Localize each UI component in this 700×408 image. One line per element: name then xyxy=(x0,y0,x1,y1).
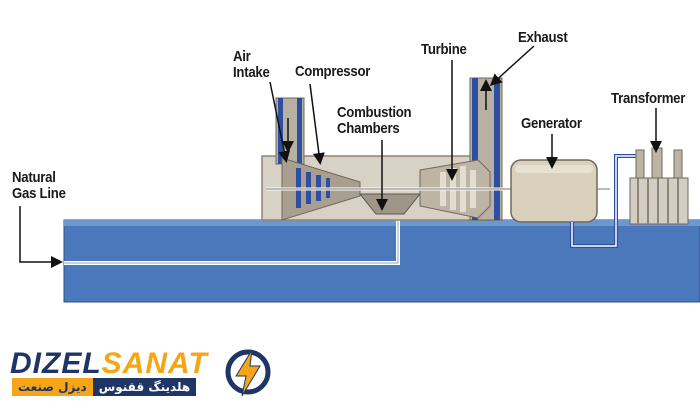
combustion-chamber xyxy=(358,193,422,215)
power-cable xyxy=(570,154,640,248)
logo-tagline-dark: هلدینگ ققنوس xyxy=(92,378,197,396)
label-compressor: Compressor xyxy=(295,63,371,80)
label-air-intake: Air Intake xyxy=(233,48,270,81)
transformer-unit xyxy=(629,147,689,225)
logo-brand-part1: DIZEL xyxy=(10,347,102,380)
logo-brand-part2: SANAT xyxy=(101,347,208,380)
airflow-arrows xyxy=(282,79,492,153)
logo-wordmark: DIZELSANAT xyxy=(10,348,208,380)
lightning-gear-icon xyxy=(225,349,271,397)
label-generator: Generator xyxy=(521,115,582,132)
logo-tagline-orange: دیزل صنعت xyxy=(12,378,93,396)
label-natural-gas-line: Natural Gas Line xyxy=(12,169,66,202)
label-pointers xyxy=(19,45,662,268)
label-exhaust: Exhaust xyxy=(518,29,568,46)
label-turbine: Turbine xyxy=(421,41,467,58)
label-combustion-chambers: Combustion Chambers xyxy=(337,104,412,137)
natural-gas-pipe xyxy=(64,214,400,265)
generator-unit xyxy=(510,159,598,223)
label-transformer: Transformer xyxy=(611,90,686,107)
